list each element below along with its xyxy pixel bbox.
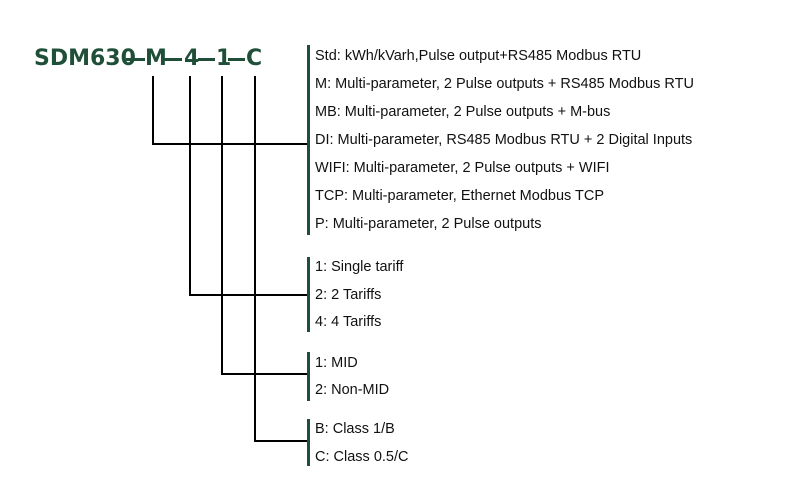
- code-segment-2: 4: [184, 46, 200, 71]
- connector-horizontal-4: [254, 440, 308, 442]
- code-separator: [126, 58, 145, 61]
- connector-vertical-3: [221, 76, 223, 374]
- model-code-base: SDM630: [34, 46, 136, 71]
- option-group-bracket-3: [307, 352, 310, 401]
- code-separator: [198, 58, 215, 61]
- option-item: M: Multi-parameter, 2 Pulse outputs + RS…: [315, 76, 694, 92]
- connector-horizontal-3: [221, 373, 308, 375]
- connector-vertical-2: [189, 76, 191, 295]
- option-item: 1: Single tariff: [315, 259, 404, 275]
- option-item: P: Multi-parameter, 2 Pulse outputs: [315, 216, 542, 232]
- code-segment-1: M: [145, 46, 167, 71]
- code-separator: [164, 58, 182, 61]
- code-segment-4: C: [246, 46, 263, 71]
- option-item: MB: Multi-parameter, 2 Pulse outputs + M…: [315, 104, 611, 120]
- connector-vertical-1: [152, 76, 154, 144]
- option-item: 2: Non-MID: [315, 382, 390, 398]
- option-item: B: Class 1/B: [315, 421, 395, 437]
- option-group-bracket-2: [307, 257, 310, 332]
- option-item: WIFI: Multi-parameter, 2 Pulse outputs +…: [315, 160, 610, 176]
- option-group-bracket-1: [307, 45, 310, 235]
- option-group-bracket-4: [307, 419, 310, 466]
- connector-vertical-4: [254, 76, 256, 441]
- option-item: DI: Multi-parameter, RS485 Modbus RTU + …: [315, 132, 693, 148]
- option-item: 2: 2 Tariffs: [315, 287, 382, 303]
- code-segment-3: 1: [216, 46, 232, 71]
- option-item: Std: kWh/kVarh,Pulse output+RS485 Modbus…: [315, 48, 642, 64]
- option-item: C: Class 0.5/C: [315, 449, 409, 465]
- option-item: TCP: Multi-parameter, Ethernet Modbus TC…: [315, 188, 605, 204]
- code-separator: [228, 58, 245, 61]
- connector-horizontal-1: [152, 143, 308, 145]
- option-item: 4: 4 Tariffs: [315, 314, 382, 330]
- connector-horizontal-2: [189, 294, 308, 296]
- option-item: 1: MID: [315, 355, 358, 371]
